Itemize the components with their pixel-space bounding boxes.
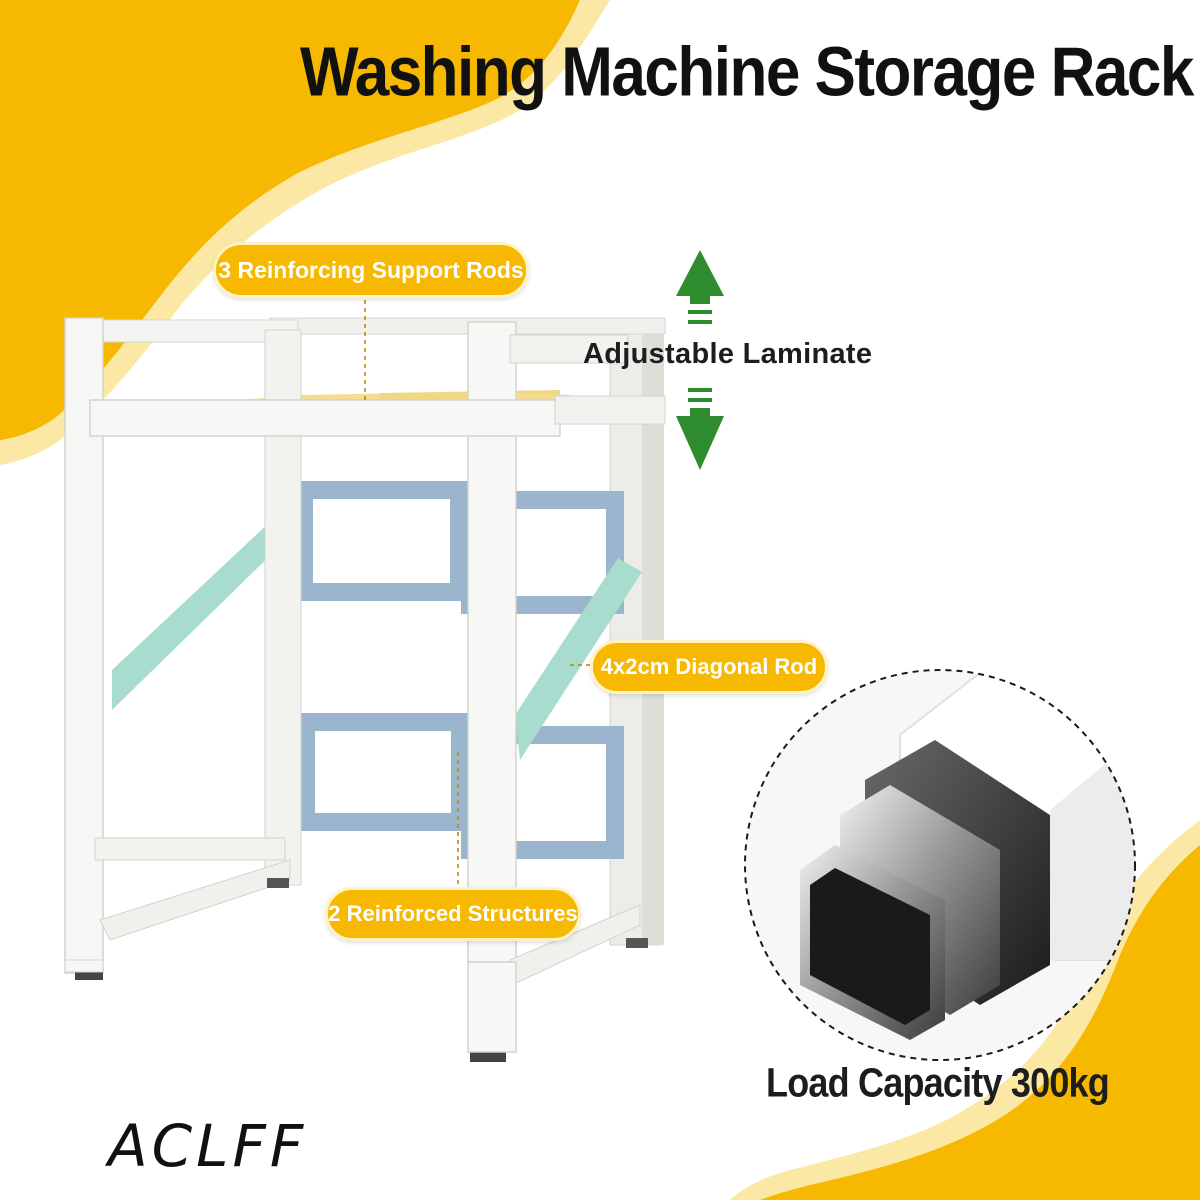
diagonal-rods [112, 520, 642, 760]
background-yellow-shape-top [0, 0, 610, 465]
callout-reinforced-structures: 2 Reinforced Structures [325, 887, 581, 941]
callout-leader-lines [364, 292, 590, 888]
brand-logo: ACLFF [108, 1112, 308, 1180]
rack-frame [64, 317, 666, 1062]
arrow-up-icon [676, 250, 724, 324]
callout-adjustable-laminate: Adjustable Laminate [583, 338, 873, 370]
tube-closeup-inset [744, 669, 1136, 1061]
arrow-down-icon [676, 388, 724, 470]
page-title: Washing Machine Storage Rack [300, 33, 1194, 112]
callout-support-rods: 3 Reinforcing Support Rods [213, 242, 529, 298]
background-yellow-shape-bottom [730, 820, 1200, 1200]
callout-diagonal-rod: 4x2cm Diagonal Rod [590, 640, 828, 694]
load-capacity-label: Load Capacity 300kg [766, 1059, 1110, 1106]
